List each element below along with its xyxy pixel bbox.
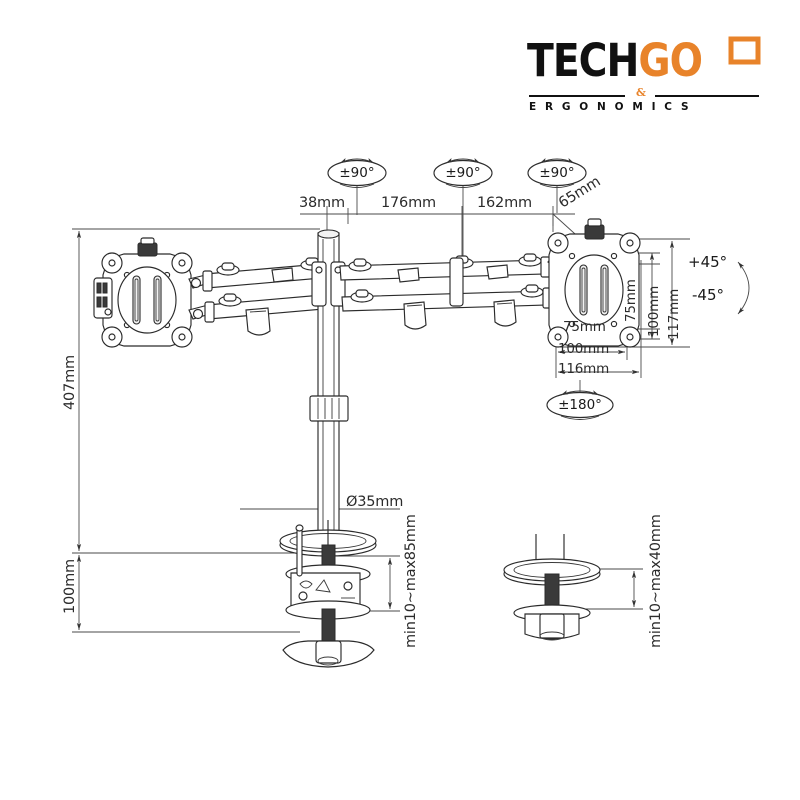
- dimension-38mm: 38mm: [299, 195, 345, 211]
- tilt-angle-up: +45°: [688, 253, 728, 271]
- logo-rule-left: [529, 95, 625, 97]
- dimension-grommet-range: min10~max40mm: [648, 514, 664, 648]
- vesa-vertical-75mm: 75mm: [623, 279, 639, 322]
- dimension-lines-vertical-left: [72, 228, 320, 633]
- logo-wordmark: TECHGO: [527, 36, 755, 86]
- logo-text-go: GO: [638, 34, 703, 87]
- rotation-badge-graphics: [327, 157, 614, 420]
- vesa-horizontal-75mm: 75mm: [563, 319, 606, 335]
- left-arm-segment: [202, 257, 325, 336]
- dimension-100mm: 100mm: [62, 559, 78, 614]
- dimension-407mm: 407mm: [62, 355, 78, 410]
- grommet-mount: [503, 534, 601, 641]
- rotation-badge-monitor-swivel: ±180°: [558, 397, 602, 413]
- rotation-badge-right-joint: ±90°: [539, 165, 575, 181]
- left-monitor-vesa-plate: [93, 237, 217, 348]
- logo-text-tech: TECH: [527, 34, 639, 87]
- desk-clamp-mount: [279, 520, 377, 668]
- logo-ampersand: &: [636, 86, 646, 99]
- logo-tagline: ERGONOMICS: [529, 101, 698, 113]
- vesa-horizontal-100mm: 100mm: [558, 341, 610, 357]
- tilt-angle-down: -45°: [692, 286, 724, 304]
- right-monitor-vesa-plate: [547, 218, 641, 348]
- vesa-vertical-100mm: 100mm: [646, 285, 662, 337]
- vesa-horizontal-116mm: 116mm: [558, 361, 610, 377]
- logo-square-accent-icon: [728, 36, 761, 65]
- logo-tagline-block: & ERGONOMICS: [527, 86, 759, 114]
- dimension-lines-horizontal-top: [300, 206, 586, 262]
- dimension-176mm: 176mm: [381, 195, 436, 211]
- dimension-162mm: 162mm: [477, 195, 532, 211]
- center-pole: [309, 229, 349, 536]
- right-arm-segment: [339, 253, 553, 330]
- logo-rule-right: [655, 95, 759, 97]
- rotation-badge-left-joint: ±90°: [339, 165, 375, 181]
- rotation-badge-mid-joint: ±90°: [445, 165, 481, 181]
- tilt-arc-arrow-icon: [737, 261, 750, 315]
- vesa-vertical-117mm: 117mm: [666, 288, 682, 340]
- dimension-clamp-range: min10~max85mm: [403, 514, 419, 648]
- brand-logo: TECHGO & ERGONOMICS: [527, 36, 762, 114]
- dimension-pole-diameter: Ø35mm: [346, 494, 404, 510]
